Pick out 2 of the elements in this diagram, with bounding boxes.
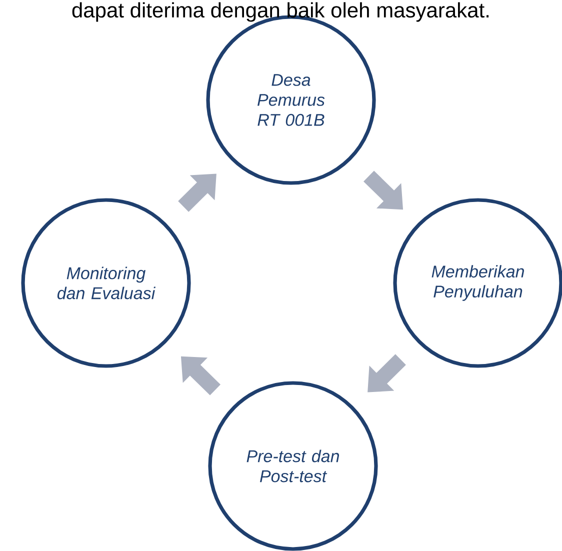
block-arrow xyxy=(368,354,406,392)
block-arrow xyxy=(178,174,216,212)
